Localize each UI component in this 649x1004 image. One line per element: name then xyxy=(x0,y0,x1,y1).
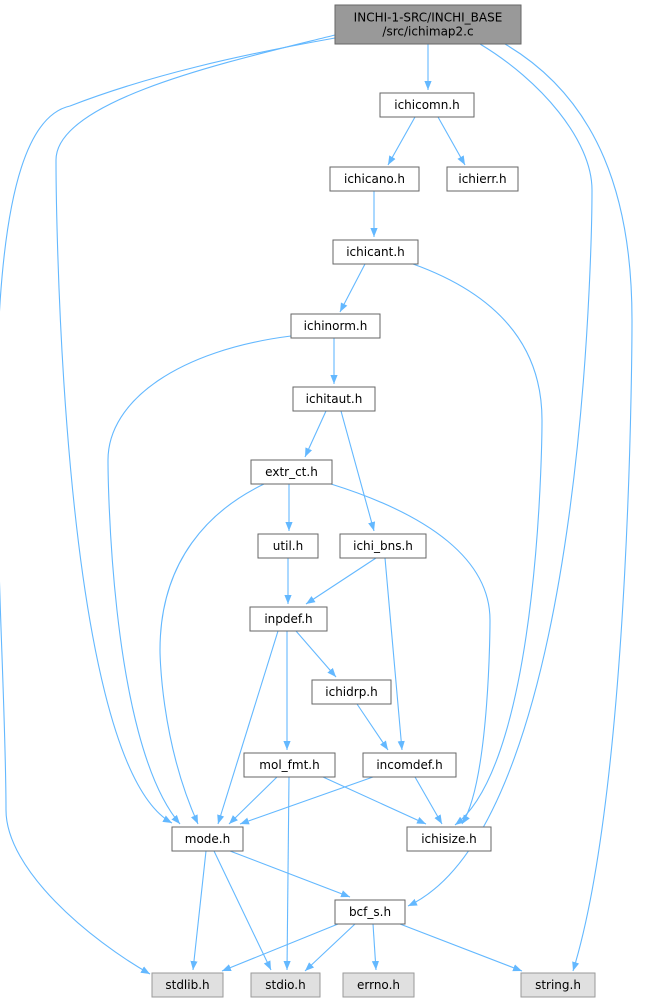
node-errno[interactable]: errno.h xyxy=(342,972,415,998)
node-box-ichicomn xyxy=(379,92,475,118)
edge-mode-to-stdlib xyxy=(190,850,207,971)
edge-incomdef-to-ichisize xyxy=(414,776,443,825)
edge-ichicomn-to-ichierr xyxy=(437,116,466,166)
node-label-extr_ct: extr_ct.h xyxy=(265,465,318,479)
edge-inpdef-to-mode xyxy=(217,630,279,825)
edge-mol_fmt-to-mode xyxy=(228,776,278,825)
edges-layer xyxy=(0,34,633,975)
node-ichierr[interactable]: ichierr.h xyxy=(446,166,519,192)
edge-ichidrp-to-incomdef xyxy=(356,703,389,751)
node-label-ichicant: ichicant.h xyxy=(346,245,405,259)
node-label-incomdef: incomdef.h xyxy=(376,758,442,772)
node-box-stdio xyxy=(250,972,321,998)
node-ichitaut[interactable]: ichitaut.h xyxy=(292,386,376,412)
edge-root-to-bcf_s xyxy=(407,43,593,907)
edge-bcf_s-to-stdio xyxy=(304,923,356,972)
node-label-bcf_s: bcf_s.h xyxy=(349,905,391,919)
node-label-util: util.h xyxy=(273,539,303,553)
node-mol_fmt[interactable]: mol_fmt.h xyxy=(243,752,336,778)
node-stdlib[interactable]: stdlib.h xyxy=(151,972,224,998)
edge-ichinorm-to-mode xyxy=(107,335,292,825)
node-extr_ct[interactable]: extr_ct.h xyxy=(250,459,333,485)
node-string[interactable]: string.h xyxy=(520,972,596,998)
node-box-mode xyxy=(171,826,244,852)
edge-ichicomn-to-ichicano xyxy=(387,116,416,166)
edge-root-to-stdlib xyxy=(0,37,336,975)
node-box-ichicano xyxy=(329,166,420,192)
node-box-ichi_bns xyxy=(339,533,427,559)
node-label-ichi_bns: ichi_bns.h xyxy=(353,539,413,553)
edge-ichi_bns-to-inpdef xyxy=(305,557,377,605)
node-box-ichitaut xyxy=(292,386,376,412)
nodes-layer: INCHI-1-SRC/INCHI_BASE/src/ichimap2.cich… xyxy=(151,4,596,998)
node-ichidrp[interactable]: ichidrp.h xyxy=(311,679,392,705)
node-label-errno: errno.h xyxy=(357,978,400,992)
node-mode[interactable]: mode.h xyxy=(171,826,244,852)
node-box-ichinorm xyxy=(290,313,381,339)
node-root[interactable]: INCHI-1-SRC/INCHI_BASE/src/ichimap2.c xyxy=(334,4,522,45)
node-box-util xyxy=(257,533,319,559)
node-label-ichidrp: ichidrp.h xyxy=(325,685,377,699)
edge-bcf_s-to-errno xyxy=(371,923,380,971)
edge-ichicant-to-ichisize xyxy=(412,263,543,826)
edge-mode-to-stdio xyxy=(213,850,272,971)
node-label-root-line-1: INCHI-1-SRC/INCHI_BASE xyxy=(354,11,503,25)
node-ichicomn[interactable]: ichicomn.h xyxy=(379,92,475,118)
node-label-ichierr: ichierr.h xyxy=(458,172,506,186)
edge-mode-to-bcf_s xyxy=(229,850,351,898)
node-box-mol_fmt xyxy=(243,752,336,778)
node-ichinorm[interactable]: ichinorm.h xyxy=(290,313,381,339)
node-label-ichisize: ichisize.h xyxy=(421,832,477,846)
node-label-inpdef: inpdef.h xyxy=(264,612,312,626)
node-ichicant[interactable]: ichicant.h xyxy=(332,239,419,265)
edge-ichi_bns-to-incomdef xyxy=(384,557,405,751)
node-label-mode: mode.h xyxy=(185,832,230,846)
node-box-stdlib xyxy=(151,972,224,998)
node-box-extr_ct xyxy=(250,459,333,485)
node-box-inpdef xyxy=(249,606,328,632)
node-label-string: string.h xyxy=(535,978,581,992)
node-label-stdio: stdio.h xyxy=(265,978,305,992)
node-box-errno xyxy=(342,972,415,998)
node-label-ichicomn: ichicomn.h xyxy=(394,98,460,112)
node-label-ichicano: ichicano.h xyxy=(344,172,405,186)
edge-bcf_s-to-string xyxy=(399,923,523,972)
node-label-root-line-2: /src/ichimap2.c xyxy=(382,25,473,39)
node-incomdef[interactable]: incomdef.h xyxy=(362,752,457,778)
node-box-string xyxy=(520,972,596,998)
node-util[interactable]: util.h xyxy=(257,533,319,559)
edge-extr_ct-to-ichisize xyxy=(330,483,491,825)
node-ichisize[interactable]: ichisize.h xyxy=(406,826,492,852)
node-label-ichinorm: ichinorm.h xyxy=(304,319,368,333)
node-stdio[interactable]: stdio.h xyxy=(250,972,321,998)
edge-ichitaut-to-extr_ct xyxy=(304,410,327,458)
node-box-incomdef xyxy=(362,752,457,778)
node-inpdef[interactable]: inpdef.h xyxy=(249,606,328,632)
node-bcf_s[interactable]: bcf_s.h xyxy=(334,899,406,925)
node-box-ichisize xyxy=(406,826,492,852)
node-box-ichicant xyxy=(332,239,419,265)
edge-ichicant-to-ichinorm xyxy=(339,263,366,313)
edge-extr_ct-to-mode xyxy=(159,483,265,825)
edge-mol_fmt-to-ichisize xyxy=(322,776,427,825)
edge-root-to-string xyxy=(504,43,633,972)
node-label-stdlib: stdlib.h xyxy=(165,978,209,992)
edge-root-to-mode xyxy=(55,34,336,824)
node-label-mol_fmt: mol_fmt.h xyxy=(259,758,319,772)
edge-incomdef-to-mode xyxy=(239,776,374,825)
edge-inpdef-to-ichidrp xyxy=(295,630,337,678)
edge-bcf_s-to-stdlib xyxy=(221,923,339,972)
node-ichi_bns[interactable]: ichi_bns.h xyxy=(339,533,427,559)
node-ichicano[interactable]: ichicano.h xyxy=(329,166,420,192)
node-box-bcf_s xyxy=(334,899,406,925)
edge-ichitaut-to-ichi_bns xyxy=(340,410,376,532)
node-label-ichitaut: ichitaut.h xyxy=(306,392,363,406)
node-box-root xyxy=(334,4,522,45)
node-box-ichierr xyxy=(446,166,519,192)
node-box-ichidrp xyxy=(311,679,392,705)
